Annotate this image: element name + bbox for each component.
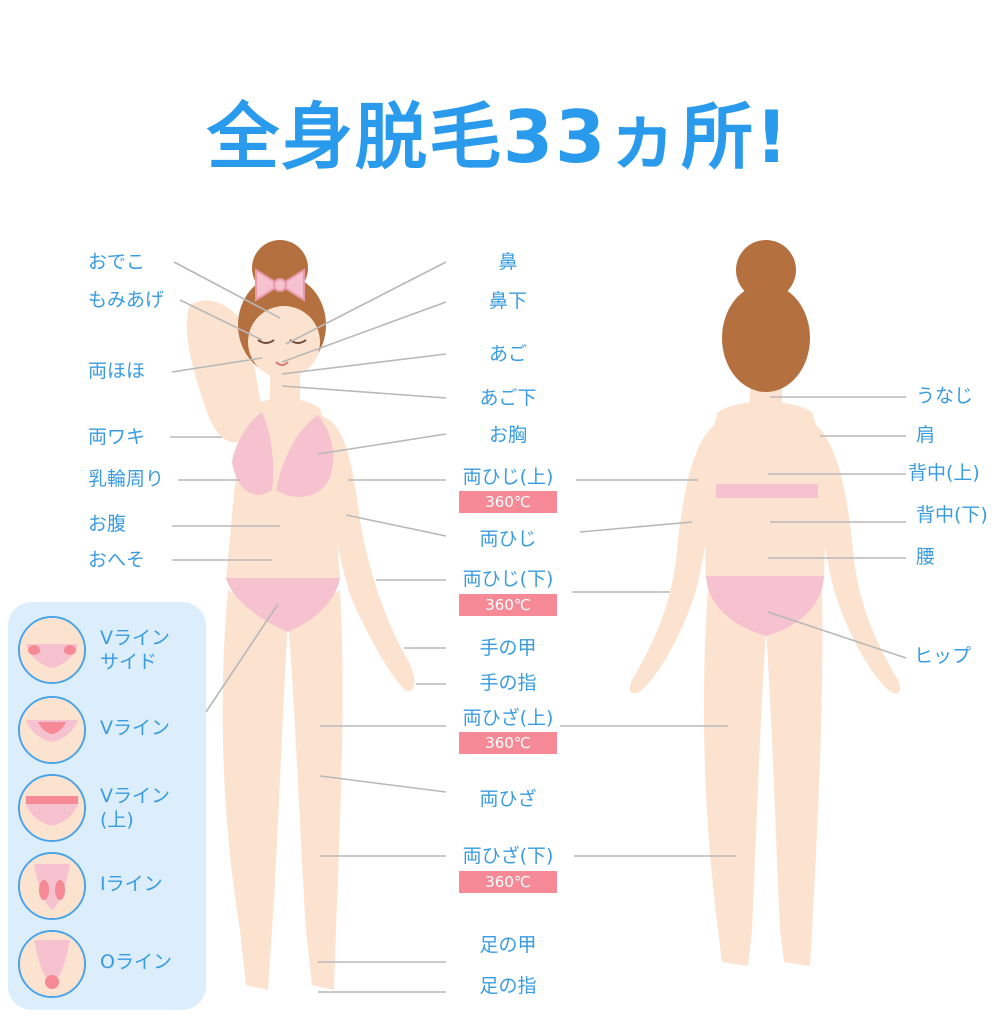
v-line-side-icon: [18, 616, 86, 684]
panel-label-sub: (上): [100, 809, 134, 831]
v-line-icon: [18, 696, 86, 764]
panel-item-o-line: Oライン: [18, 930, 208, 1000]
back-bikini-strap: [716, 484, 818, 498]
label-underarms: 両ワキ: [88, 426, 146, 448]
bikini-line-panel: Vライン サイド Vライン Vライン (上) Iライン Oライン: [8, 602, 206, 1010]
panel-label: Oライン: [100, 951, 172, 973]
badge-lower-arms: 360℃: [459, 594, 557, 616]
label-toes: 足の指: [479, 975, 537, 997]
label-forehead: おでこ: [88, 251, 146, 273]
label-hips: ヒップ: [914, 645, 972, 667]
label-lower-knees: 両ひざ(下): [462, 845, 554, 867]
front-figure: [186, 240, 415, 990]
front-bikini-bottom: [226, 578, 340, 632]
label-back-of-hand: 手の甲: [479, 637, 537, 659]
back-figure: [629, 240, 901, 966]
back-hair: [722, 284, 810, 392]
panel-label: Iライン: [100, 873, 163, 895]
panel-label: Vライン: [100, 785, 170, 807]
label-areola: 乳輪周り: [88, 468, 165, 490]
label-top-of-foot: 足の甲: [479, 934, 537, 956]
panel-item-v-line: Vライン: [18, 696, 208, 766]
panel-item-v-line-upper: Vライン (上): [18, 774, 208, 844]
label-lower-back: 背中(下): [916, 504, 988, 526]
label-shoulders: 肩: [916, 424, 936, 446]
front-bikini-top: [232, 412, 334, 498]
front-face: [248, 306, 320, 378]
panel-item-v-line-side: Vライン サイド: [18, 616, 208, 686]
label-navel: おへそ: [88, 549, 146, 571]
back-right-leg: [766, 590, 823, 966]
label-upper-knees: 両ひざ(上): [462, 707, 554, 729]
back-left-arm: [629, 420, 720, 694]
panel-label: Vライン: [100, 717, 170, 739]
label-fingers: 手の指: [479, 672, 537, 694]
label-nose: 鼻: [498, 251, 518, 273]
label-upper-back: 背中(上): [908, 462, 980, 484]
label-cheeks: 両ほほ: [88, 360, 146, 382]
badge-upper-knees: 360℃: [459, 732, 557, 754]
panel-label-sub: サイド: [100, 651, 158, 673]
badge-lower-knees: 360℃: [459, 871, 557, 893]
label-lower-arms: 両ひじ(下): [462, 568, 554, 590]
back-right-arm: [810, 420, 901, 694]
label-chest: お胸: [488, 424, 527, 446]
panel-item-i-line: Iライン: [18, 852, 208, 922]
front-right-leg: [288, 590, 343, 990]
label-chin: あご: [488, 343, 527, 365]
panel-label: Vライン: [100, 627, 170, 649]
page-title: 全身脱毛33ヵ所!: [206, 95, 791, 179]
label-under-nose: 鼻下: [488, 290, 527, 312]
label-elbows: 両ひじ: [479, 528, 537, 550]
label-sideburns: もみあげ: [88, 289, 165, 311]
label-knees: 両ひざ: [479, 788, 537, 810]
badge-upper-arms: 360℃: [459, 491, 557, 513]
label-belly: お腹: [88, 513, 127, 535]
i-line-icon: [18, 852, 86, 920]
leader-lines: [170, 261, 907, 993]
label-nape: うなじ: [916, 385, 974, 407]
o-line-icon: [18, 930, 86, 998]
v-line-upper-icon: [18, 774, 86, 842]
back-hair-bun: [736, 240, 796, 300]
back-left-leg: [703, 590, 766, 966]
front-hanging-arm: [318, 415, 415, 691]
label-upper-arms: 両ひじ(上): [462, 466, 554, 488]
label-waist: 腰: [916, 546, 936, 568]
front-left-leg: [222, 590, 288, 990]
label-under-chin: あご下: [479, 387, 537, 409]
